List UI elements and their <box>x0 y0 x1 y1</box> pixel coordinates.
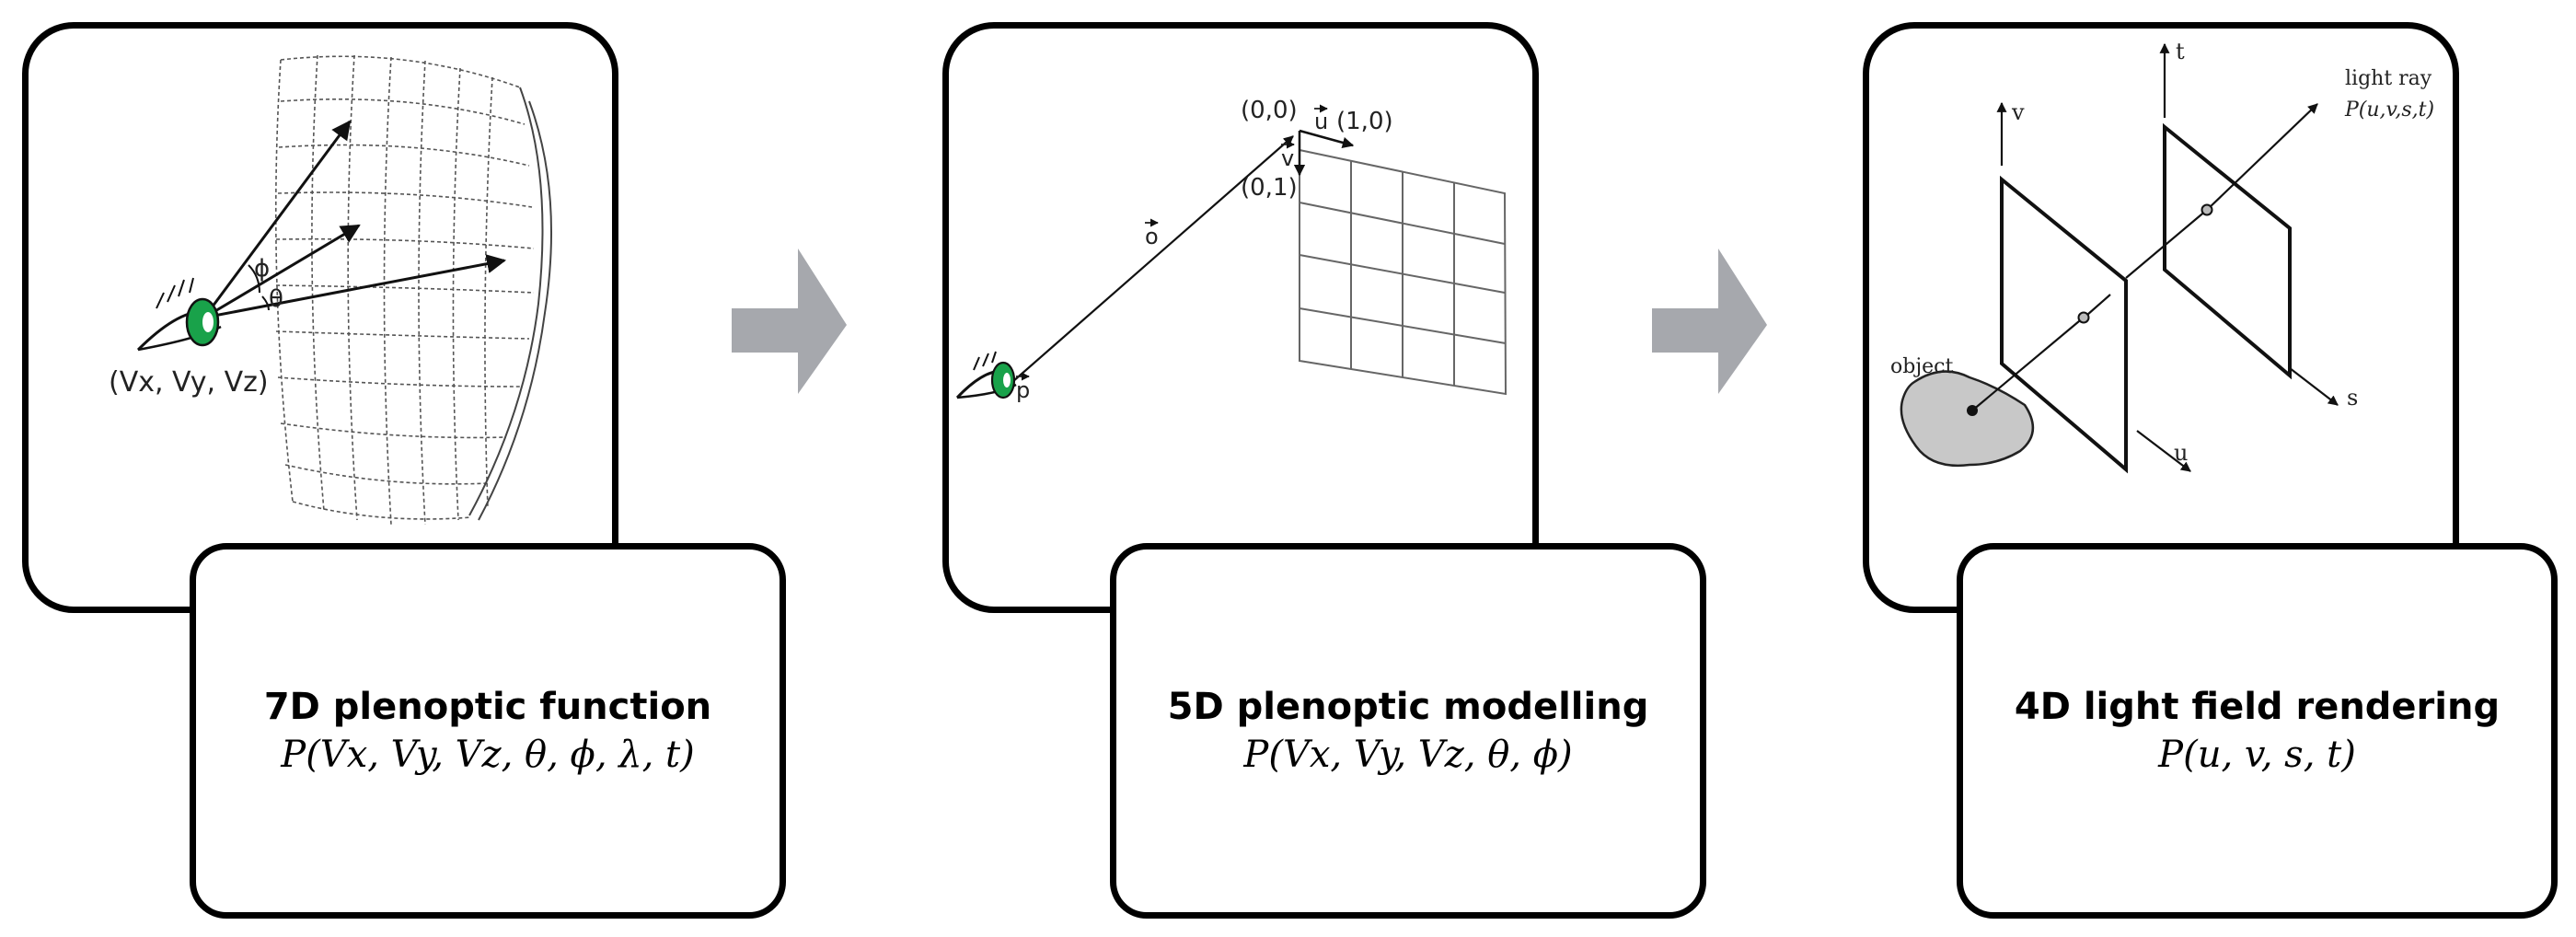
panel-1-title: 7D plenoptic function <box>263 686 712 728</box>
object-shape <box>1900 370 2034 467</box>
panel-2-diagram: (0,0) u (1,0) v (0,1) o p <box>955 97 1507 403</box>
panel-3-caption: 4D light field rendering P(u, v, s, t) <box>1957 543 2558 919</box>
panel-3-title: 4D light field rendering <box>2014 686 2501 728</box>
t-axis-label: t <box>2176 39 2185 64</box>
panel-2-formula: P(Vx, Vy, Vz, θ, ϕ) <box>1243 734 1573 776</box>
panel-3-diagram: v u t s object light ray P(u,v,s,t) <box>1890 39 2434 474</box>
panel-2-caption: 5D plenoptic modelling P(Vx, Vy, Vz, θ, … <box>1110 543 1706 919</box>
light-ray <box>1971 316 2085 411</box>
view-rays <box>202 120 507 319</box>
panel-1-image-card <box>22 22 618 613</box>
st-plane <box>2163 122 2292 380</box>
flow-arrow-1 <box>732 249 847 394</box>
u-axis <box>2136 430 2191 472</box>
eye-icon <box>136 277 222 352</box>
light-ray-formula: P(u,v,s,t) <box>2344 98 2434 121</box>
theta-label: θ <box>269 285 283 313</box>
s-axis-label: s <box>2347 385 2358 411</box>
panel-1-caption: 7D plenoptic function P(Vx, Vy, Vz, θ, ϕ… <box>190 543 786 919</box>
sphere-edge <box>468 87 552 521</box>
viewpoint-label: (Vx, Vy, Vz) <box>109 366 269 399</box>
light-ray-label: light ray <box>2345 67 2432 90</box>
v-vector-label: v <box>1281 145 1294 171</box>
uv-plane <box>2000 175 2128 474</box>
o-vector <box>1011 135 1294 383</box>
origin-label: (0,0) <box>1241 97 1298 124</box>
eye-icon <box>955 351 1017 399</box>
panel-1-formula: P(Vx, Vy, Vz, θ, ϕ, λ, t) <box>281 734 695 776</box>
s-axis <box>2289 367 2339 406</box>
phi-label: ϕ <box>254 255 270 283</box>
object-label: object <box>1890 355 1953 378</box>
p-vector-label: p <box>1016 377 1030 403</box>
v-coord-label: (0,1) <box>1241 174 1298 202</box>
o-vector-label: o <box>1145 224 1159 249</box>
u-vector <box>1299 129 1355 149</box>
panel-1-diagram: ϕ θ (Vx, Vy, Vz) <box>109 54 552 526</box>
panel-2-image-card <box>942 22 1539 613</box>
flow-arrow-2 <box>1652 249 1767 394</box>
image-plane-grid <box>1299 148 1507 396</box>
sphere-grid <box>274 54 535 526</box>
u-vector-label: u <box>1314 109 1328 134</box>
u-axis-label: u <box>2174 440 2188 466</box>
u-coord-label: (1,0) <box>1336 108 1393 135</box>
panel-2-title: 5D plenoptic modelling <box>1167 686 1649 728</box>
panel-3-formula: P(u, v, s, t) <box>2158 734 2356 776</box>
v-axis-label: v <box>2011 99 2025 125</box>
